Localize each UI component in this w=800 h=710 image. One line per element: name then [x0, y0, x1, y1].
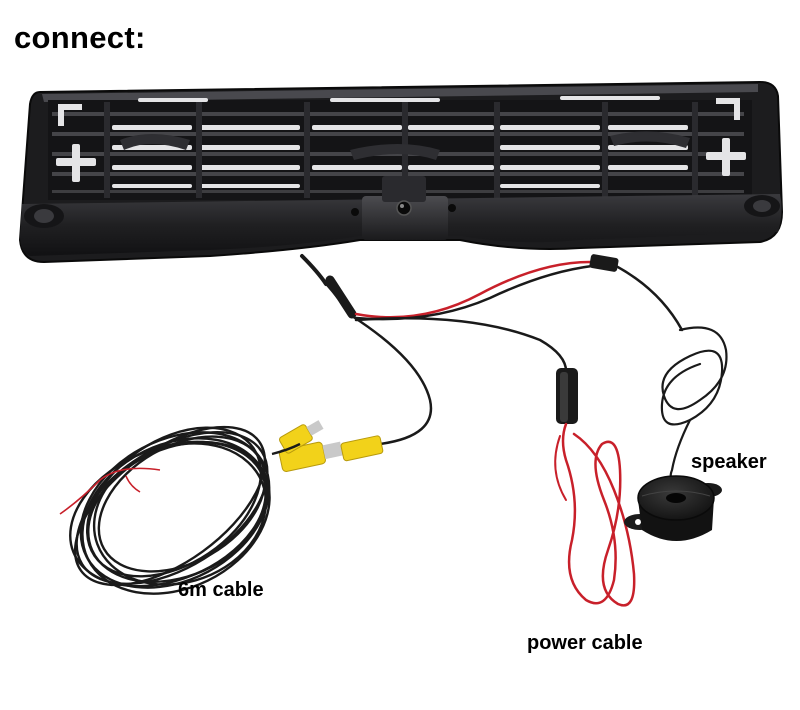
license-plate-frame-camera-icon	[18, 80, 784, 264]
power-cable-label: power cable	[527, 632, 643, 654]
page-title: connect:	[14, 20, 146, 55]
buzzer-speaker-icon	[624, 475, 722, 541]
wire-harness	[300, 254, 728, 607]
cable-coil-red-lead	[59, 467, 161, 515]
rca-connector-icon	[278, 420, 384, 472]
cable-coil-6m	[69, 425, 301, 595]
six-m-cable-label: 6m cable	[178, 579, 264, 601]
speaker-label: speaker	[691, 451, 767, 473]
